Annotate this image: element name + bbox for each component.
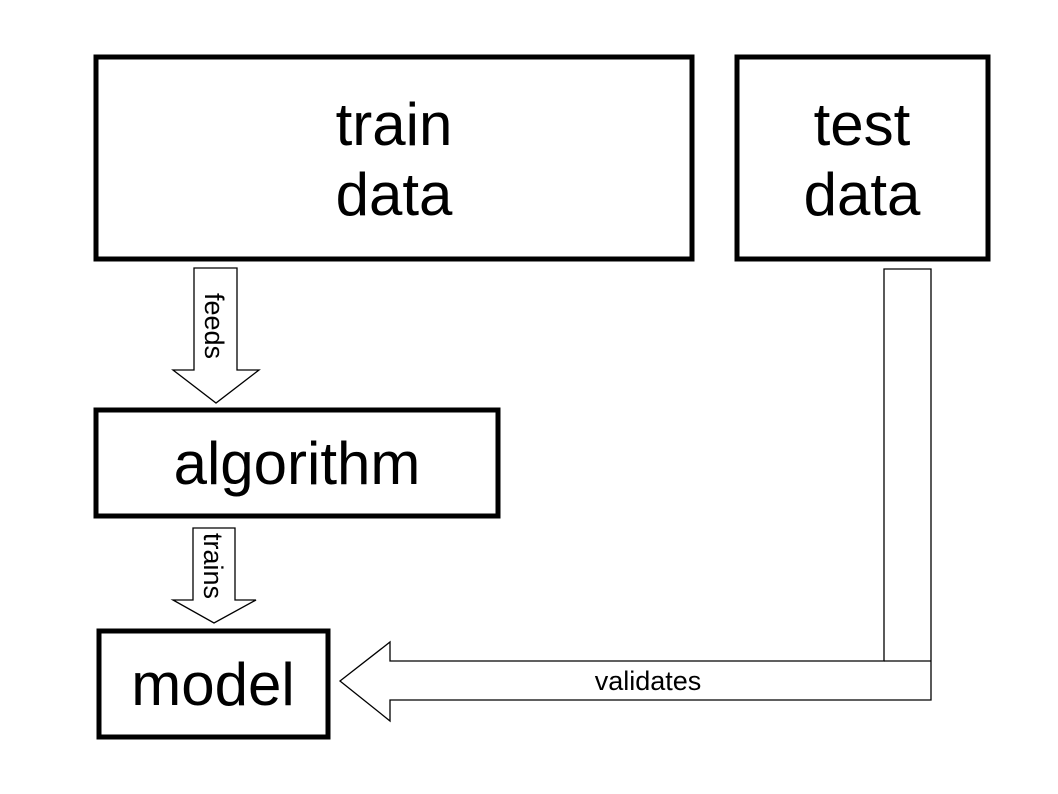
validates-arrow	[338, 268, 932, 723]
validates-label: validates	[595, 666, 702, 696]
train-data-node: train data	[93, 54, 695, 262]
trains-label: trains	[198, 533, 228, 599]
train-data-label-line1: train	[336, 91, 453, 158]
trains-arrow	[170, 527, 257, 624]
validates-edge: validates	[338, 268, 932, 723]
test-data-box	[734, 54, 991, 262]
feeds-edge: feeds	[171, 267, 261, 404]
train-data-box	[93, 54, 695, 262]
train-data-label-line2: data	[336, 161, 453, 228]
model-box	[96, 628, 331, 740]
algorithm-box	[93, 407, 501, 519]
trains-edge: trains	[170, 527, 257, 624]
model-label: model	[131, 651, 294, 718]
test-data-label-line1: test	[814, 91, 911, 158]
test-data-node: test data	[734, 54, 991, 262]
feeds-arrow	[171, 267, 261, 404]
test-data-label-line2: data	[804, 161, 921, 228]
algorithm-node: algorithm	[93, 407, 501, 519]
algorithm-label: algorithm	[174, 430, 421, 497]
feeds-label: feeds	[199, 293, 229, 359]
model-node: model	[96, 628, 331, 740]
